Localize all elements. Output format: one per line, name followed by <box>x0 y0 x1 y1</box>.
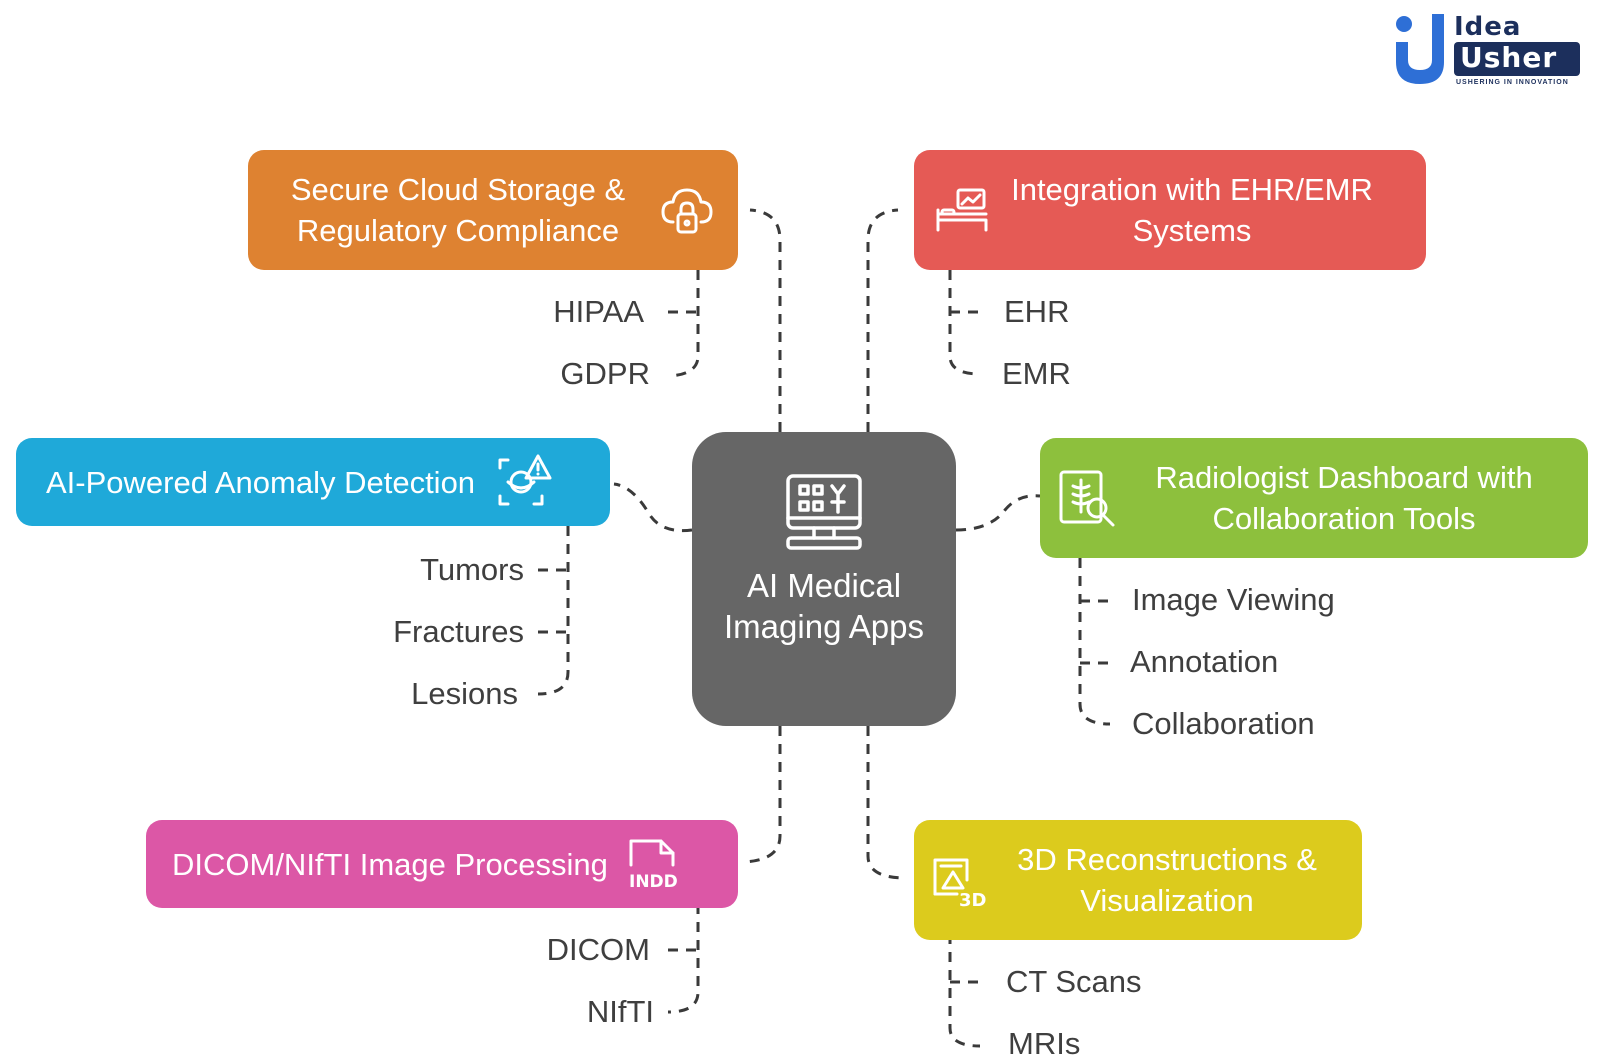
connector-cloud <box>749 208 782 432</box>
logo-word-usher-block: Usher <box>1454 41 1580 76</box>
scan-alert-icon <box>493 454 557 510</box>
branch-dicom-label: DICOM/NIfTI Image Processing <box>172 846 608 882</box>
leaf-mris: MRIs <box>1008 1026 1081 1061</box>
connector-radiology-leaves <box>1078 558 1111 726</box>
svg-text:3D: 3D <box>959 890 986 910</box>
leaf-gdpr: GDPR <box>560 356 650 391</box>
3d-model-icon: 3D <box>930 850 992 910</box>
leaf-ehr: EHR <box>1004 294 1070 329</box>
leaf-emr: EMR <box>1002 356 1071 391</box>
connector-radiology <box>955 494 1041 532</box>
logo-word-usher: Usher <box>1460 41 1558 74</box>
branch-ehr-label: Integration with EHR/EMR Systems <box>1011 172 1373 248</box>
connector-ai-leaves <box>537 526 570 696</box>
connector-cloud-leaves <box>669 270 700 378</box>
leaf-image-viewing: Image Viewing <box>1132 582 1335 617</box>
medical-monitor-icon <box>784 472 864 557</box>
branch-ai-label: AI-Powered Anomaly Detection <box>46 464 476 500</box>
logo-mark-icon <box>1396 14 1444 84</box>
leaf-ct-scans: CT Scans <box>1006 964 1142 999</box>
branch-radiology-label: Radiologist Dashboard with Collaboration… <box>1155 460 1533 536</box>
leaf-hipaa: HIPAA <box>553 294 644 329</box>
svg-text:INDD: INDD <box>629 872 678 892</box>
branch-recon-label: 3D Reconstructions & Visualization <box>1017 842 1317 918</box>
leaf-nifti: NIfTI <box>586 994 654 1029</box>
xray-document-icon <box>1054 468 1120 528</box>
connector-dicom-leaves <box>667 904 700 1014</box>
connector-dicom <box>743 726 782 864</box>
cloud-lock-icon <box>652 184 722 236</box>
connector-ai <box>613 482 693 533</box>
indd-file-icon: INDD <box>622 835 686 893</box>
leaf-fractures: Fractures <box>393 614 524 649</box>
branch-radiologist-dashboard: Radiologist Dashboard with Collaboration… <box>1040 438 1588 558</box>
central-topic: AI Medical Imaging Apps <box>692 432 956 726</box>
leaf-dicom: DICOM <box>546 932 650 967</box>
logo-word-idea: Idea <box>1454 12 1522 42</box>
leaf-annotation: Annotation <box>1130 644 1279 679</box>
branch-ehr-integration: Integration with EHR/EMR Systems <box>914 150 1426 270</box>
leaf-lesions: Lesions <box>411 676 518 711</box>
leaf-collaboration: Collaboration <box>1132 706 1315 741</box>
branch-cloud-label: Secure Cloud Storage & Regulatory Compli… <box>290 172 626 248</box>
connector-ehr-leaves <box>948 270 981 376</box>
connector-recon <box>866 726 907 880</box>
central-topic-label: AI Medical Imaging Apps <box>724 567 924 645</box>
connector-ehr <box>866 208 899 432</box>
branch-ai-anomaly-detection: AI-Powered Anomaly Detection <box>16 438 610 526</box>
branch-cloud-storage: Secure Cloud Storage & Regulatory Compli… <box>248 150 738 270</box>
branch-3d-reconstructions: 3D 3D Reconstructions & Visualization <box>914 820 1362 940</box>
branch-dicom-processing: DICOM/NIfTI Image Processing INDD <box>146 820 738 908</box>
hospital-bed-icon <box>932 184 992 236</box>
connector-recon-leaves <box>948 934 981 1048</box>
idea-usher-logo: Idea Usher USHERING IN INNOVATION <box>1392 6 1588 90</box>
leaf-tumors: Tumors <box>420 552 524 587</box>
logo-tagline: USHERING IN INNOVATION <box>1456 79 1569 86</box>
